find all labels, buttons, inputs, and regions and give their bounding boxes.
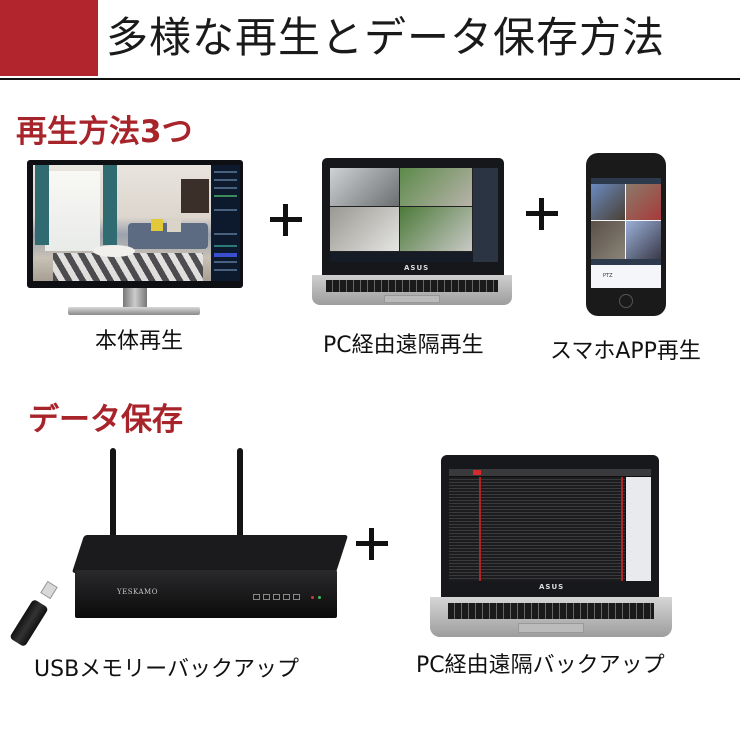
status-led-green — [318, 596, 321, 599]
plus-icon — [526, 198, 558, 230]
monitor-stand — [123, 288, 147, 308]
playback-section-title: 再生方法3つ — [16, 114, 193, 150]
caption-local-playback: 本体再生 — [95, 329, 184, 354]
caption-app-playback: スマホAPP再生 — [550, 339, 701, 364]
phone-home-button — [619, 294, 633, 308]
header-accent-block — [0, 0, 98, 76]
status-led-red — [311, 596, 314, 599]
monitor-base — [68, 307, 200, 315]
nvr-front-panel: YESKAMO — [75, 570, 337, 618]
antenna-left — [110, 448, 116, 548]
caption-usb-backup: USBメモリーバックアップ — [34, 657, 299, 682]
laptop-screen-backup-list — [449, 469, 651, 581]
caption-pc-remote-playback: PC経由遠隔再生 — [323, 333, 484, 358]
monitor-screen-room-image — [33, 165, 211, 281]
nvr-brand-logo: YESKAMO — [117, 588, 158, 596]
nvr-front-buttons — [253, 594, 300, 600]
laptop-keyboard-deck — [430, 597, 672, 637]
nvr-top — [71, 535, 349, 573]
laptop-screen-camera-grid — [330, 168, 498, 262]
caption-pc-remote-backup: PC経由遠隔バックアップ — [416, 653, 665, 678]
page-title: 多様な再生とデータ保存方法 — [106, 13, 666, 62]
ptz-label: PTZ — [603, 273, 613, 279]
laptop-keyboard-deck — [312, 275, 512, 305]
monitor-control-panel — [211, 165, 240, 281]
usb-stick-connector — [40, 580, 58, 600]
laptop-logo: ASUS — [539, 583, 565, 591]
usb-stick-body — [9, 598, 49, 648]
header-divider — [0, 78, 740, 80]
storage-section-title: データ保存 — [28, 402, 183, 438]
laptop-logo: ASUS — [404, 264, 430, 272]
plus-icon — [270, 204, 302, 236]
antenna-right — [237, 448, 243, 548]
phone-screen-app: PTZ — [591, 178, 661, 288]
plus-icon — [356, 528, 388, 560]
